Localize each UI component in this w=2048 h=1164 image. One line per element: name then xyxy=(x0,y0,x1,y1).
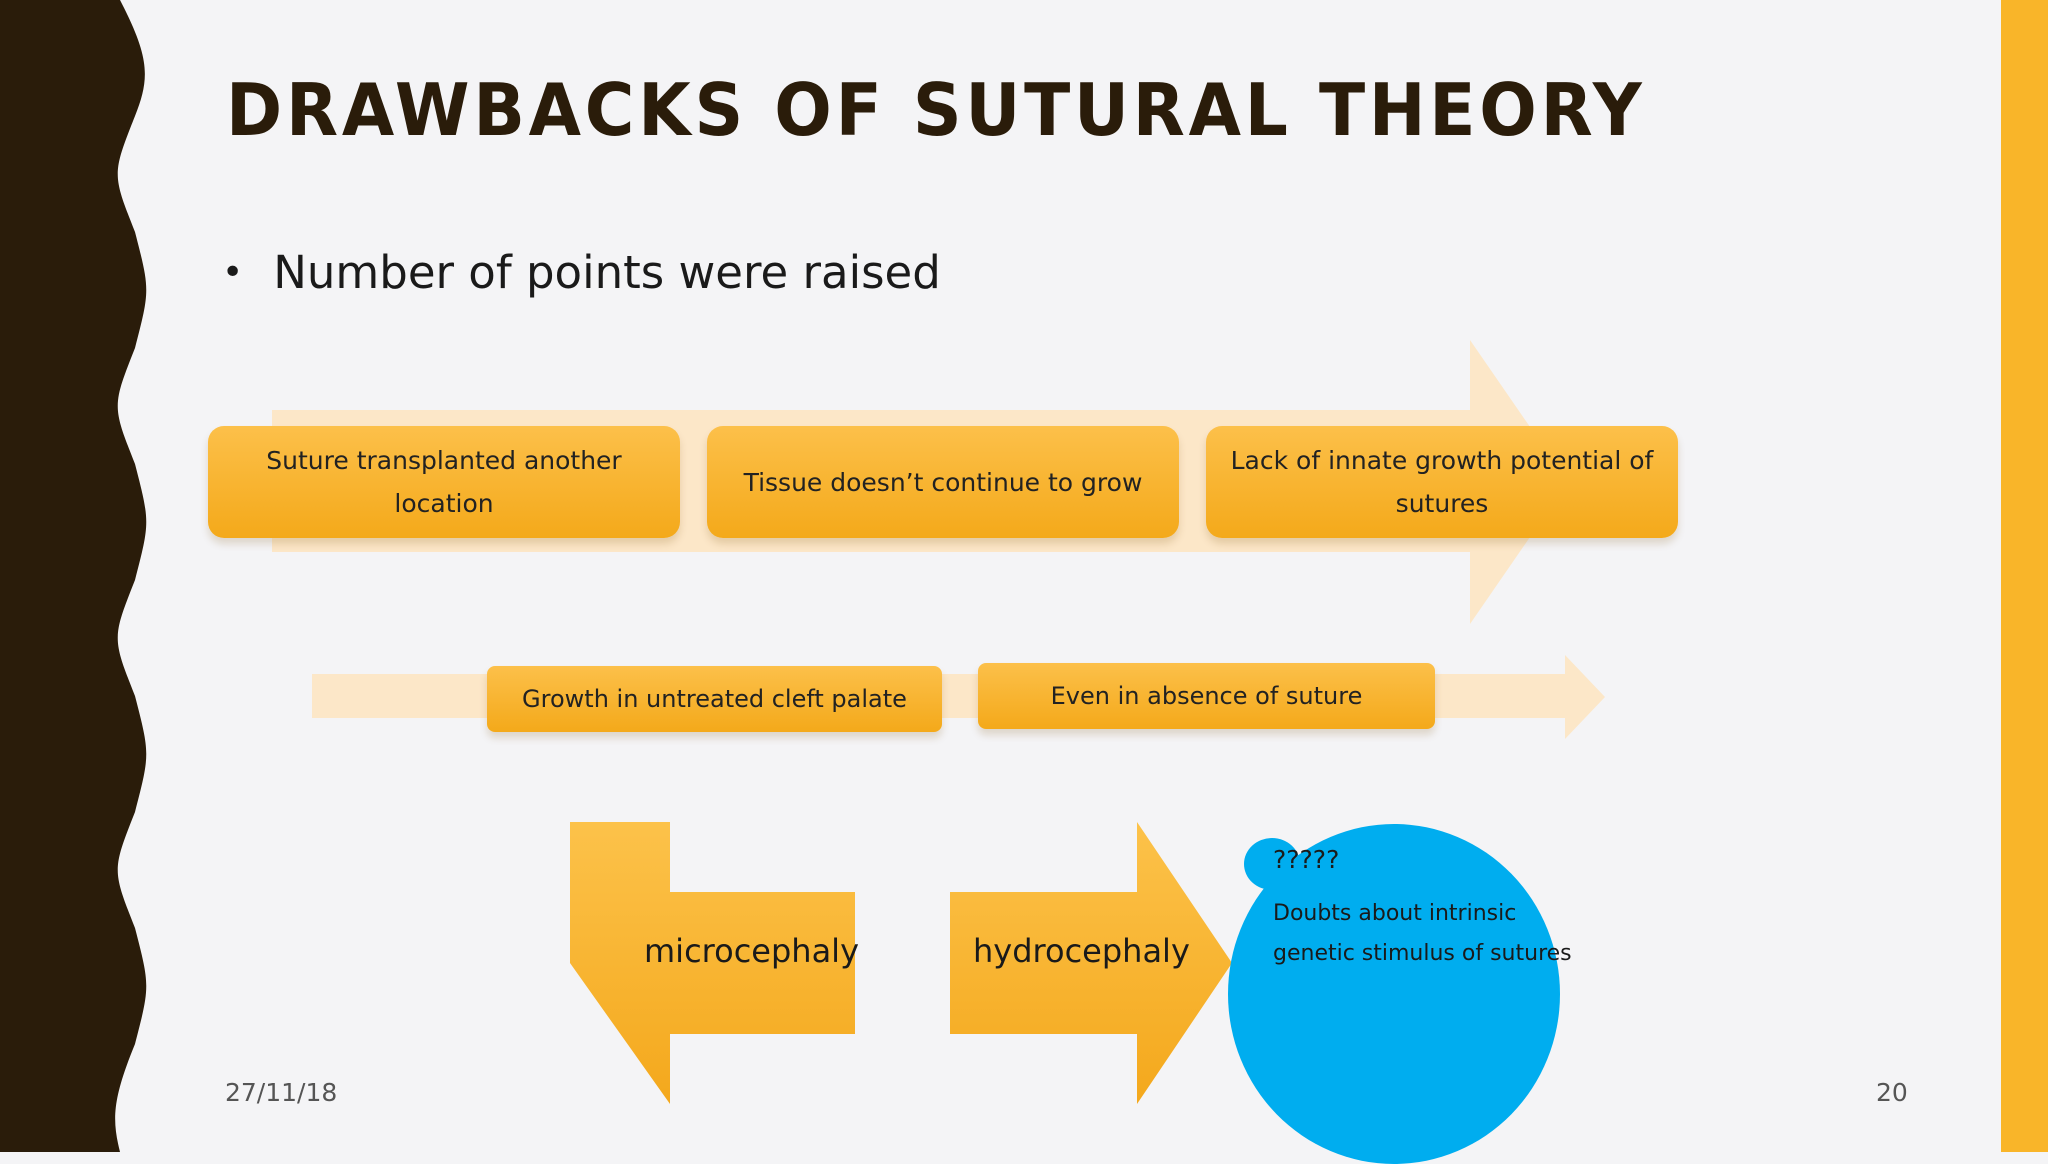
process-step-3-label: Lack of innate growth potential of sutur… xyxy=(1230,446,1654,518)
callout-heading: ????? xyxy=(1273,845,1340,874)
process-step-2: Tissue doesn’t continue to grow xyxy=(707,426,1179,538)
decorative-wave-band xyxy=(0,0,147,1152)
accent-side-bar xyxy=(2001,0,2048,1152)
callout-text: Doubts about intrinsic genetic stimulus … xyxy=(1273,901,1572,966)
slide-date: 27/11/18 xyxy=(225,1078,338,1107)
left-arrow-label: microcephaly xyxy=(644,932,859,970)
bullet-dot-icon: • xyxy=(222,252,244,293)
bullet-point: • Number of points were raised xyxy=(222,246,941,299)
process-step-5-label: Even in absence of suture xyxy=(1050,681,1363,710)
thought-bubble-tail xyxy=(1244,838,1300,890)
process-step-5: Even in absence of suture xyxy=(978,663,1435,729)
left-arrow-shape xyxy=(570,822,855,1104)
page-title: DRAWBACKS OF SUTURAL THEORY xyxy=(226,68,1646,152)
process-step-4: Growth in untreated cleft palate xyxy=(487,666,942,732)
process-step-3: Lack of innate growth potential of sutur… xyxy=(1206,426,1678,538)
process-step-1: Suture transplanted another location xyxy=(208,426,680,538)
process-step-1-label: Suture transplanted another location xyxy=(266,446,622,518)
bullet-text: Number of points were raised xyxy=(273,246,941,299)
process-step-2-label: Tissue doesn’t continue to grow xyxy=(743,467,1143,497)
process-step-4-label: Growth in untreated cleft palate xyxy=(522,684,907,713)
right-arrow-shape xyxy=(950,822,1232,1104)
slide-number: 20 xyxy=(1876,1078,1908,1107)
right-arrow-label: hydrocephaly xyxy=(973,932,1190,970)
